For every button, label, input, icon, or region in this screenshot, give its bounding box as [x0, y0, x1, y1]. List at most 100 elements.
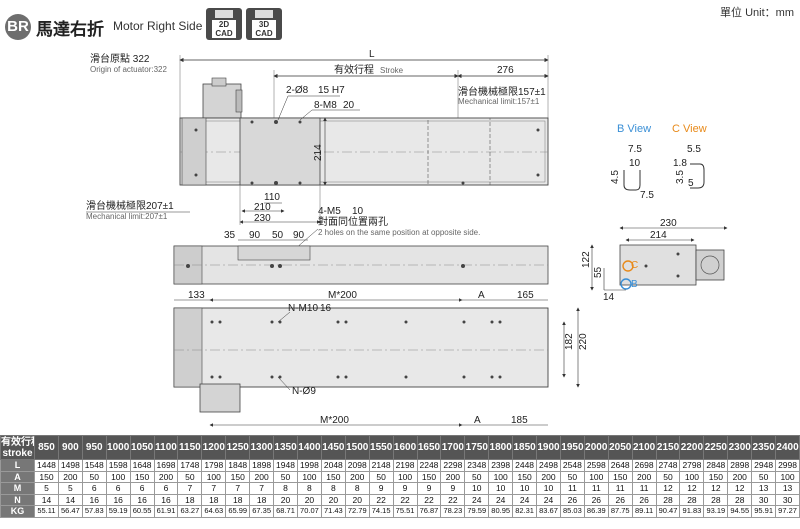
b-dim-10: 10: [629, 158, 641, 169]
stroke-header-value: 1850: [512, 435, 538, 460]
table-cell: 28: [727, 493, 753, 506]
nm10-label-b: 16: [320, 303, 332, 314]
mech-limit-right-cn: 滑台機械極限157±1: [458, 85, 546, 98]
table-cell: 26: [607, 493, 633, 506]
side-view: 35 90 50 90: [173, 230, 549, 285]
dim-L: L: [369, 49, 375, 60]
dim-210: 210: [254, 202, 271, 213]
table-cell: 82.31: [512, 505, 538, 518]
table-cell: 97.27: [775, 505, 800, 518]
table-cell: 7: [225, 482, 251, 495]
table-cell: 8: [344, 482, 370, 495]
table-cell: 2948: [751, 459, 777, 472]
stroke-header-value: 1350: [273, 435, 298, 460]
table-cell: 71.43: [320, 505, 346, 518]
stroke-header-value: 2400: [775, 435, 800, 460]
table-cell: 8: [273, 482, 298, 495]
stroke-header-value: 2300: [727, 435, 753, 460]
end-label-b: B: [631, 279, 638, 290]
table-cell: 68.71: [273, 505, 298, 518]
dim-214-top: 214: [313, 144, 324, 161]
table-cell: 14: [57, 493, 83, 506]
table-cell: 74.15: [368, 505, 394, 518]
stroke-header-value: 1300: [249, 435, 275, 460]
table-cell: 24: [488, 493, 514, 506]
table-cell: 150: [416, 470, 442, 483]
table-cell: 1998: [296, 459, 322, 472]
table-cell: 24: [512, 493, 538, 506]
dim-90a: 90: [249, 230, 261, 241]
table-cell: 20: [296, 493, 322, 506]
dim-276: 276: [497, 65, 514, 76]
cad-3d-label-a: 3D: [258, 20, 270, 29]
table-cell: 12: [655, 482, 681, 495]
stroke-header-value: 2200: [679, 435, 705, 460]
table-cell: 22: [368, 493, 394, 506]
cad-3d-label-b: CAD: [255, 29, 273, 38]
table-cell: 64.63: [201, 505, 227, 518]
stroke-header-value: 2350: [751, 435, 777, 460]
table-cell: 80.95: [488, 505, 514, 518]
table-cell: 200: [57, 470, 83, 483]
end-dim-14: 14: [603, 292, 615, 303]
table-cell: 9: [368, 482, 394, 495]
mech-limit-left-en: Mechanical limit:207±1: [86, 212, 168, 221]
table-cell: 79.59: [464, 505, 490, 518]
table-cell: 2048: [320, 459, 346, 472]
table-cell: 100: [583, 470, 609, 483]
table-cell: 10: [512, 482, 538, 495]
cad-2d-label-a: 2D: [218, 20, 230, 29]
table-cell: 2748: [655, 459, 681, 472]
table-cell: 1748: [177, 459, 203, 472]
table-cell: 1598: [105, 459, 131, 472]
table-cell: 2798: [679, 459, 705, 472]
technical-drawing: L 有效行程 Stroke 276 滑台原點 322 Origin of act…: [86, 49, 728, 427]
table-cell: 1548: [81, 459, 107, 472]
stroke-header-value: 2100: [631, 435, 657, 460]
table-cell: 18: [225, 493, 251, 506]
mech-limit-right-en: Mechanical limit:157±1: [458, 97, 540, 106]
stroke-header-value: 1000: [105, 435, 131, 460]
b-view-label: B View: [617, 123, 651, 135]
table-cell: 2448: [512, 459, 538, 472]
stroke-header-value: 2050: [607, 435, 633, 460]
table-cell: 18: [249, 493, 275, 506]
table-cell: 50: [751, 470, 777, 483]
row-label: A: [0, 470, 35, 483]
table-cell: 200: [536, 470, 561, 483]
table-cell: 1698: [153, 459, 179, 472]
table-cell: 7: [249, 482, 275, 495]
table-cell: 16: [105, 493, 131, 506]
table-cell: 70.07: [296, 505, 322, 518]
stroke-header-value: 1250: [225, 435, 251, 460]
table-cell: 75.51: [392, 505, 418, 518]
table-cell: 100: [392, 470, 418, 483]
table-cell: 1498: [57, 459, 83, 472]
table-cell: 11: [631, 482, 657, 495]
row-label: N: [0, 493, 35, 506]
table-cell: 200: [440, 470, 466, 483]
stroke-header-value: 1100: [153, 435, 179, 460]
table-cell: 5: [34, 482, 59, 495]
table-cell: 9: [416, 482, 442, 495]
stroke-header-value: 1150: [177, 435, 203, 460]
dim-230: 230: [254, 213, 271, 224]
table-cell: 1848: [225, 459, 251, 472]
table-cell: 22: [416, 493, 442, 506]
table-cell: 100: [488, 470, 514, 483]
hole-label-2b: 20: [343, 100, 355, 111]
table-cell: 13: [775, 482, 800, 495]
table-cell: 100: [775, 470, 800, 483]
table-cell: 2598: [583, 459, 609, 472]
stroke-header-value: 1700: [440, 435, 466, 460]
table-cell: 26: [631, 493, 657, 506]
table-cell: 200: [153, 470, 179, 483]
hole-label-1b: 15 H7: [318, 85, 345, 96]
table-cell: 100: [296, 470, 322, 483]
table-cell: 2548: [559, 459, 585, 472]
